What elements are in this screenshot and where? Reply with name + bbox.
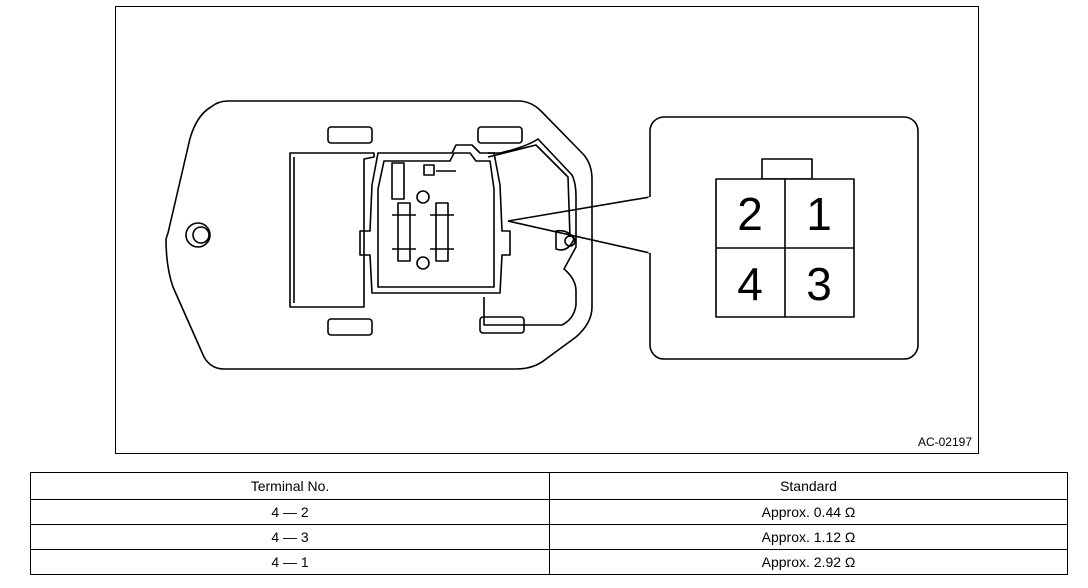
figure-id: AC-02197 — [917, 435, 972, 449]
pin-3: 3 — [806, 258, 832, 310]
left-plate — [289, 152, 375, 308]
resistance-spec-table: Terminal No. Standard 4 — 2 Approx. 0.44… — [30, 472, 1068, 575]
terminal-cell: 4 — 2 — [30, 499, 550, 525]
terminal-right — [435, 202, 449, 262]
standard-cell: Approx. 0.44 Ω — [549, 499, 1068, 525]
pin-2: 2 — [737, 188, 763, 240]
pin-4: 4 — [737, 258, 763, 310]
table-row: 4 — 2 Approx. 0.44 Ω — [30, 499, 1068, 525]
tab-top-right — [477, 126, 523, 144]
callout-pointer — [507, 196, 651, 254]
pin-1: 1 — [806, 188, 832, 240]
column-header-standard: Standard — [549, 472, 1068, 500]
tab-bottom-left — [327, 318, 373, 336]
figure-frame: 2 1 4 3 AC-02197 — [115, 6, 979, 454]
terminal-cell: 4 — 1 — [30, 549, 550, 575]
standard-cell: Approx. 2.92 Ω — [549, 549, 1068, 575]
table-row: 4 — 3 Approx. 1.12 Ω — [30, 524, 1068, 550]
right-plate — [483, 138, 577, 326]
table-header-row: Terminal No. Standard — [30, 472, 1068, 500]
terminal-cell: 4 — 3 — [30, 524, 550, 550]
column-header-terminal: Terminal No. — [30, 472, 550, 500]
connector-housing — [359, 144, 511, 294]
standard-cell: Approx. 1.12 Ω — [549, 524, 1068, 550]
table-row: 4 — 1 Approx. 2.92 Ω — [30, 549, 1068, 575]
mounting-hole — [185, 222, 211, 248]
resistor-diagram: 2 1 4 3 — [165, 100, 919, 370]
terminal-left — [397, 202, 411, 262]
resistor-body — [165, 100, 593, 370]
tab-top-left — [327, 126, 373, 144]
